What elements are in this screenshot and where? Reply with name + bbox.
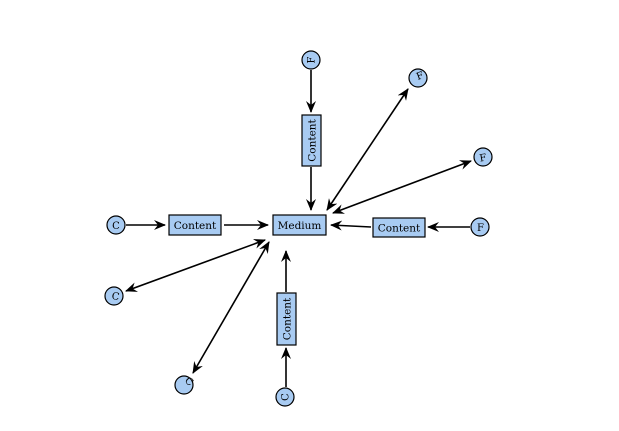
terminal-label: F — [477, 223, 484, 234]
content-label: Content — [307, 118, 319, 161]
terminal-label: C — [112, 221, 120, 232]
edge-medium-c-bottom-left — [192, 241, 270, 374]
content-label: Content — [282, 297, 294, 340]
content-node-right: Content — [372, 217, 426, 238]
edges — [125, 70, 472, 387]
terminal-label: C — [281, 393, 292, 401]
terminal-f-right: F — [470, 217, 490, 237]
terminal-label: C — [111, 291, 121, 303]
content-node-left: Content — [168, 214, 222, 236]
medium-node: Medium — [272, 214, 327, 236]
terminal-c-lower-left: C — [104, 286, 124, 306]
terminal-c-bottom: C — [275, 387, 295, 407]
edge-medium-f-upper-right — [326, 88, 409, 211]
medium-label: Medium — [278, 220, 322, 232]
edge-content-right-to-medium — [330, 220, 372, 231]
terminal-label: F — [307, 56, 318, 63]
edge-medium-f-right-high — [332, 160, 472, 214]
terminal-c-bottom-left: C — [174, 375, 195, 395]
terminal-c-left: C — [106, 215, 126, 235]
content-label: Content — [378, 223, 421, 235]
terminal-f-upper-right: F — [408, 68, 428, 88]
terminal-f-top: F — [301, 50, 321, 70]
content-label: Content — [174, 220, 217, 232]
content-node-top: Content — [301, 114, 322, 167]
terminal-label: F — [415, 70, 425, 83]
terminal-f-right-high: F — [473, 147, 493, 167]
terminal-label: F — [479, 153, 488, 165]
content-node-bottom: Content — [276, 292, 297, 346]
